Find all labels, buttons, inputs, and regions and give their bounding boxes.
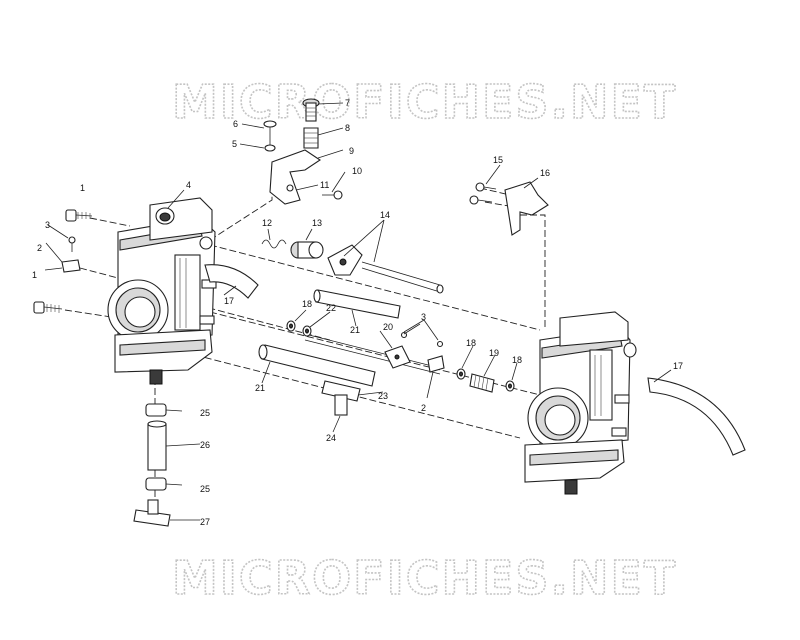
callout-18-left: 18 [302, 299, 312, 309]
leader-lines [44, 102, 672, 521]
callout-25-lower: 25 [200, 484, 210, 494]
callout-23: 23 [378, 391, 388, 401]
callout-12: 12 [262, 218, 272, 228]
callout-21-lower: 21 [255, 383, 265, 393]
screw-upper-left [65, 209, 93, 222]
callout-2-center: 2 [421, 403, 426, 413]
callout-26: 26 [200, 440, 210, 450]
callout-22: 22 [326, 303, 336, 313]
callout-3-center: 3 [421, 312, 426, 322]
callout-8: 8 [345, 123, 350, 133]
tee-fitting [321, 380, 361, 416]
callout-11: 11 [320, 180, 329, 190]
callout-3-left: 3 [45, 220, 50, 230]
callout-17-left: 17 [224, 296, 234, 306]
screw-lower-left [33, 301, 63, 314]
cable-bracket [469, 181, 549, 236]
callout-6: 6 [233, 119, 238, 129]
carburetor-right [524, 311, 637, 495]
clip-left [61, 236, 81, 273]
callout-16: 16 [540, 168, 550, 178]
washers [286, 320, 515, 392]
callout-9: 9 [349, 146, 354, 156]
callout-10: 10 [352, 166, 362, 176]
throttle-parts [261, 239, 444, 294]
callout-18-right: 18 [512, 355, 522, 365]
callout-27: 27 [200, 517, 210, 527]
spring-19 [469, 373, 495, 393]
linkage [384, 331, 445, 373]
callout-2-left: 2 [37, 243, 42, 253]
carburetor-left [107, 197, 217, 385]
callout-4: 4 [186, 180, 191, 190]
callout-1-lower: 1 [32, 270, 37, 280]
callout-5: 5 [232, 139, 237, 149]
callout-14: 14 [380, 210, 390, 220]
callout-20: 20 [383, 322, 393, 332]
callout-18-center: 18 [466, 338, 476, 348]
callout-17-right: 17 [673, 361, 683, 371]
callout-21-upper: 21 [350, 325, 360, 335]
callout-19: 19 [489, 348, 499, 358]
callout-15: 15 [493, 155, 503, 165]
hose-left [204, 264, 259, 299]
shafts [258, 289, 441, 387]
callout-25-upper: 25 [200, 408, 210, 418]
choke-bracket [263, 98, 343, 205]
callout-1-upper: 1 [80, 183, 85, 193]
callout-labels: 1 1 2 2 3 3 4 5 6 7 8 9 10 11 12 13 14 1… [32, 98, 683, 527]
vent-hose-parts [133, 403, 183, 527]
callout-24: 24 [326, 433, 336, 443]
hose-right [647, 377, 746, 456]
watermark-bottom: MICROFICHES.NET [172, 551, 677, 605]
watermark-top: MICROFICHES.NET [172, 75, 677, 129]
callout-7: 7 [345, 98, 350, 108]
callout-13: 13 [312, 218, 322, 228]
